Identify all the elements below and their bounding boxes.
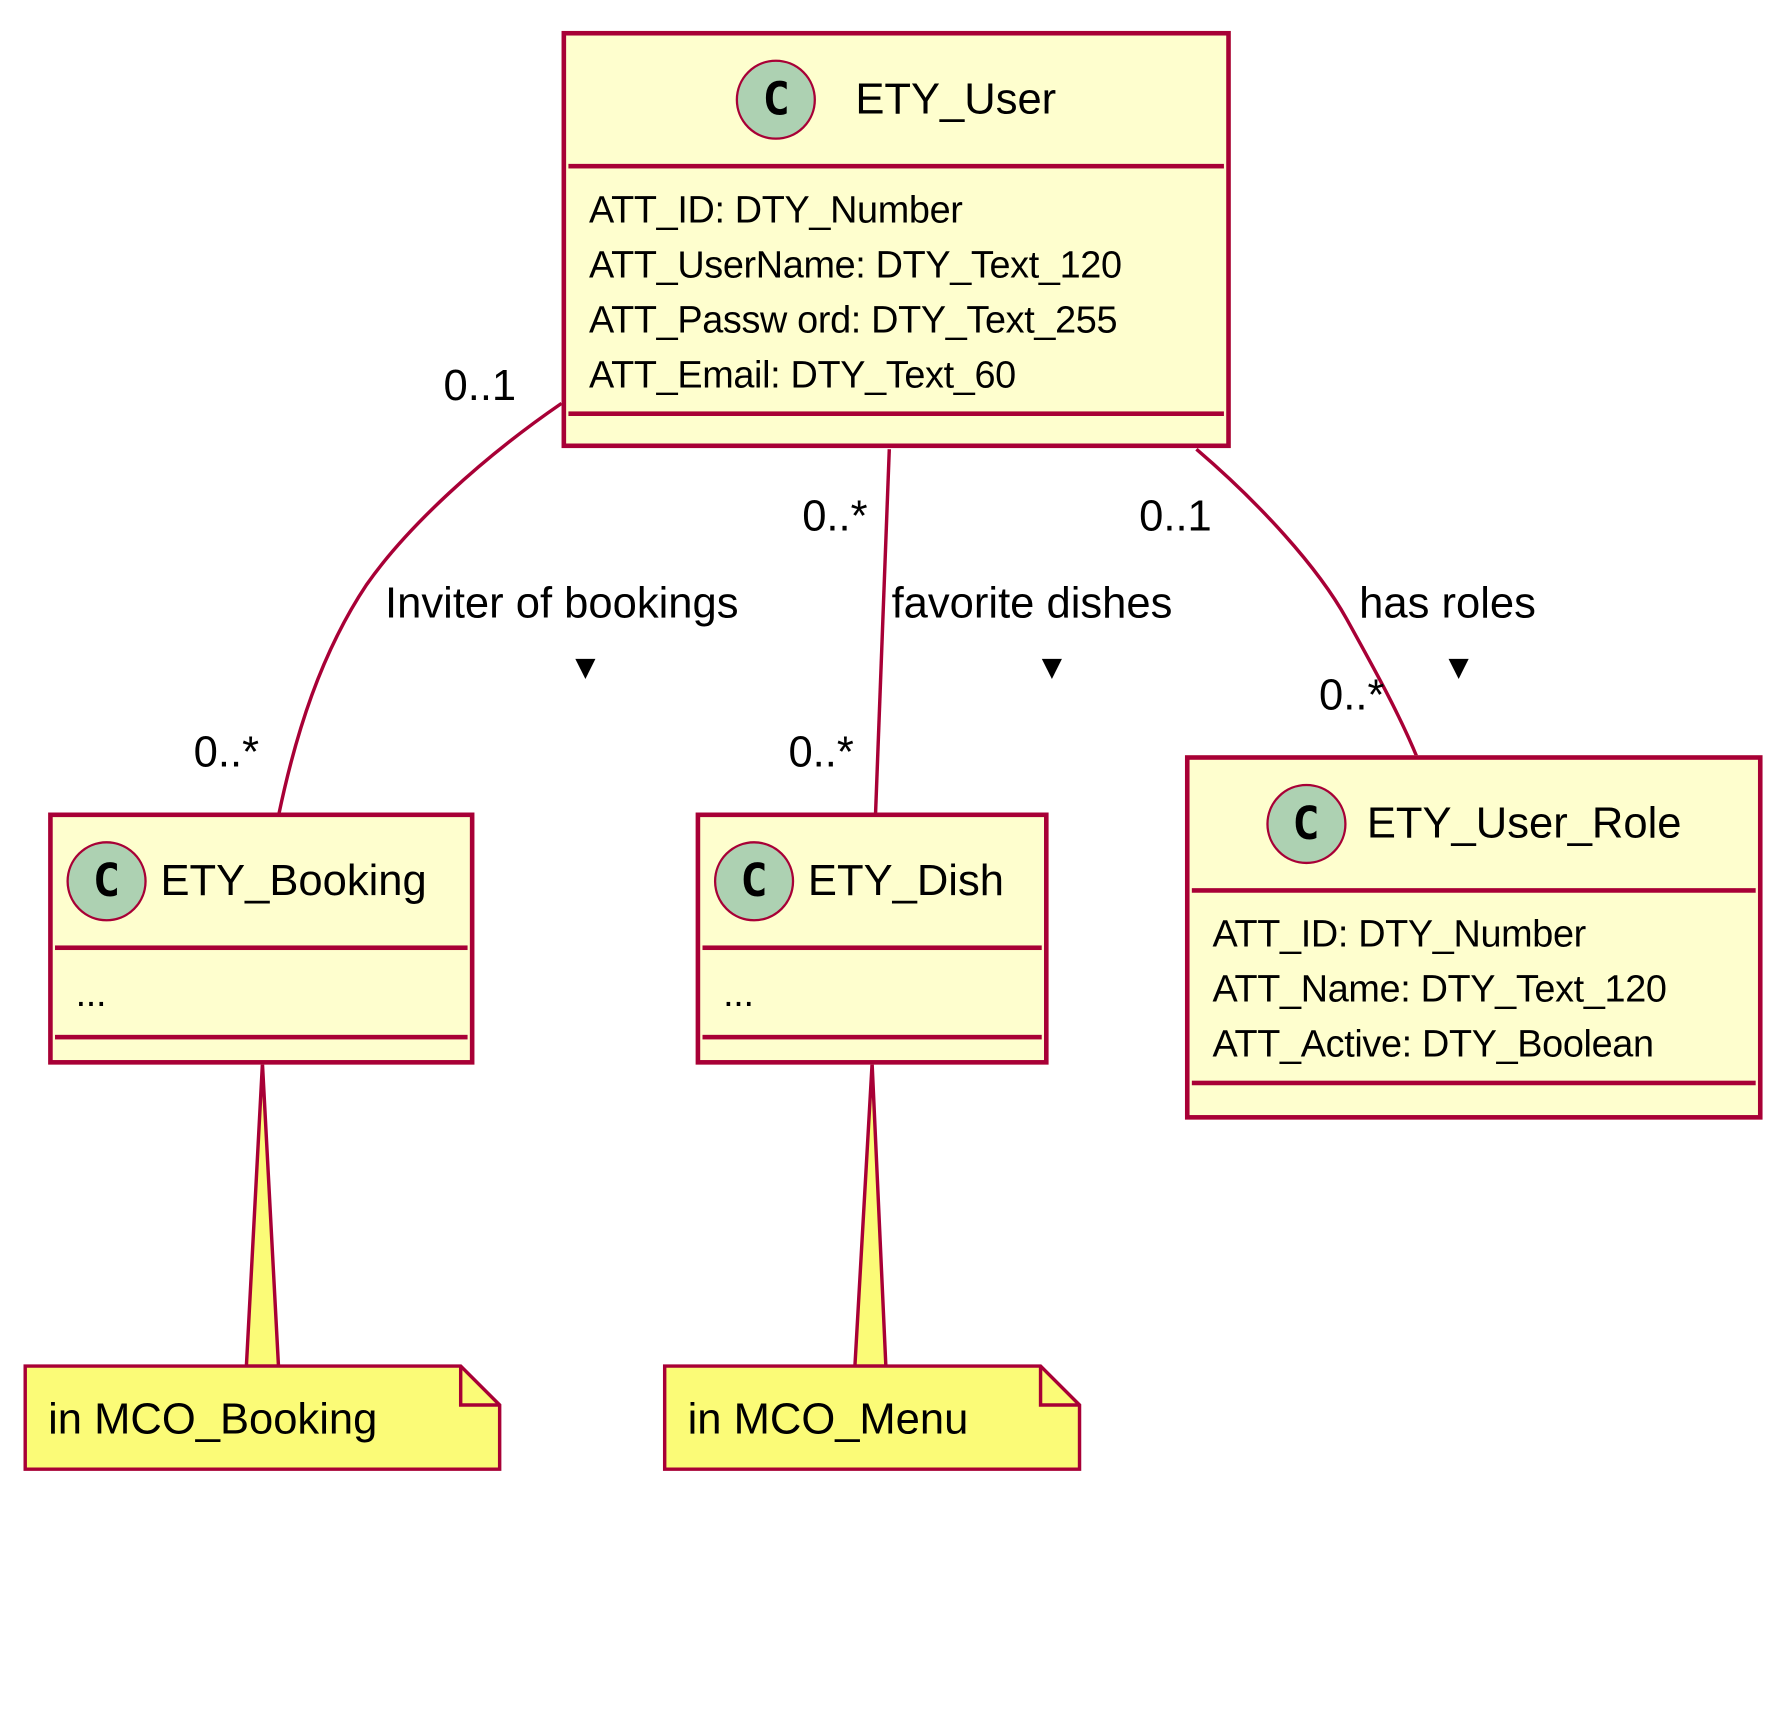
class-name: ETY_User — [855, 75, 1057, 124]
note-shape-menu — [662, 1364, 1082, 1471]
diagram-connectors — [23, 401, 1420, 1471]
class-separator — [1191, 1080, 1756, 1086]
direction-arrow-role: ▼ — [1441, 648, 1476, 687]
attribute-list: ATT_ID: DTY_Number ATT_Name: DTY_Text_12… — [1190, 893, 1758, 1081]
class-separator — [1191, 888, 1756, 893]
association-label-role: has roles — [1359, 579, 1536, 629]
attribute: ... — [75, 971, 107, 1015]
note-connector-booking — [244, 1063, 281, 1368]
direction-arrow-dish: ▼ — [1034, 648, 1069, 687]
note-text-menu: in MCO_Menu — [687, 1395, 969, 1444]
attribute: ATT_Active: DTY_Boolean — [1212, 1022, 1654, 1065]
class-separator — [568, 163, 1224, 169]
attribute: ... — [723, 971, 754, 1015]
note-text-booking: in MCO_Booking — [48, 1395, 378, 1444]
attribute: ATT_ID: DTY_Number — [1212, 912, 1586, 955]
class-ety-dish[interactable]: C ETY_Dish ... — [695, 812, 1049, 1065]
class-separator — [55, 945, 468, 951]
multiplicity-dish: 0..* — [788, 728, 854, 777]
association-label-dish: favorite dishes — [891, 579, 1173, 629]
multiplicity-role: 0..* — [1319, 671, 1385, 720]
class-separator — [702, 1034, 1042, 1040]
multiplicity-booking: 0..* — [193, 728, 260, 777]
class-header: C ETY_Booking — [53, 817, 470, 945]
association-line-role — [1195, 447, 1420, 760]
attribute: ATT_Email: DTY_Text_60 — [589, 352, 1016, 396]
class-name: ETY_User_Role — [1366, 799, 1682, 848]
class-header: C ETY_User — [566, 36, 1226, 164]
attribute: ATT_ID: DTY_Number — [589, 187, 963, 231]
multiplicity-user-role: 0..1 — [1139, 492, 1212, 541]
association-line-dish — [873, 449, 892, 814]
class-name: ETY_Dish — [807, 856, 1004, 905]
association-label-booking: Inviter of bookings — [385, 579, 739, 629]
class-separator — [568, 411, 1224, 416]
attribute-list: ... — [53, 950, 470, 1035]
multiplicity-user-dish: 0..* — [802, 492, 868, 541]
class-separator — [55, 1034, 468, 1040]
attribute: ATT_UserName: DTY_Text_120 — [589, 242, 1122, 286]
class-ety-user-role[interactable]: C ETY_User_Role ATT_ID: DTY_Number ATT_N… — [1184, 755, 1763, 1120]
multiplicity-user-booking: 0..1 — [443, 362, 517, 411]
attribute-list: ... — [700, 950, 1044, 1035]
note-fold-booking — [458, 1366, 500, 1407]
attribute-list: ATT_ID: DTY_Number ATT_UserName: DTY_Tex… — [566, 168, 1226, 411]
class-icon: C — [66, 841, 147, 922]
class-name: ETY_Booking — [160, 856, 427, 905]
note-connector-menu — [853, 1063, 888, 1368]
class-ety-user[interactable]: C ETY_User ATT_ID: DTY_Number ATT_UserNa… — [561, 30, 1231, 449]
note-shape-booking — [23, 1364, 502, 1471]
class-icon: C — [1266, 783, 1347, 865]
class-separator — [702, 945, 1042, 951]
class-header: C ETY_Dish — [700, 817, 1044, 945]
attribute: ATT_Name: DTY_Text_120 — [1212, 967, 1667, 1010]
attribute: ATT_Passw ord: DTY_Text_255 — [589, 297, 1118, 341]
class-icon: C — [713, 841, 795, 922]
direction-arrow-booking: ▼ — [568, 648, 603, 687]
class-icon: C — [736, 59, 817, 140]
association-line-booking — [276, 401, 563, 817]
class-ety-booking[interactable]: C ETY_Booking ... — [48, 812, 475, 1065]
class-header: C ETY_User_Role — [1190, 760, 1758, 888]
note-fold-menu — [1038, 1366, 1080, 1407]
